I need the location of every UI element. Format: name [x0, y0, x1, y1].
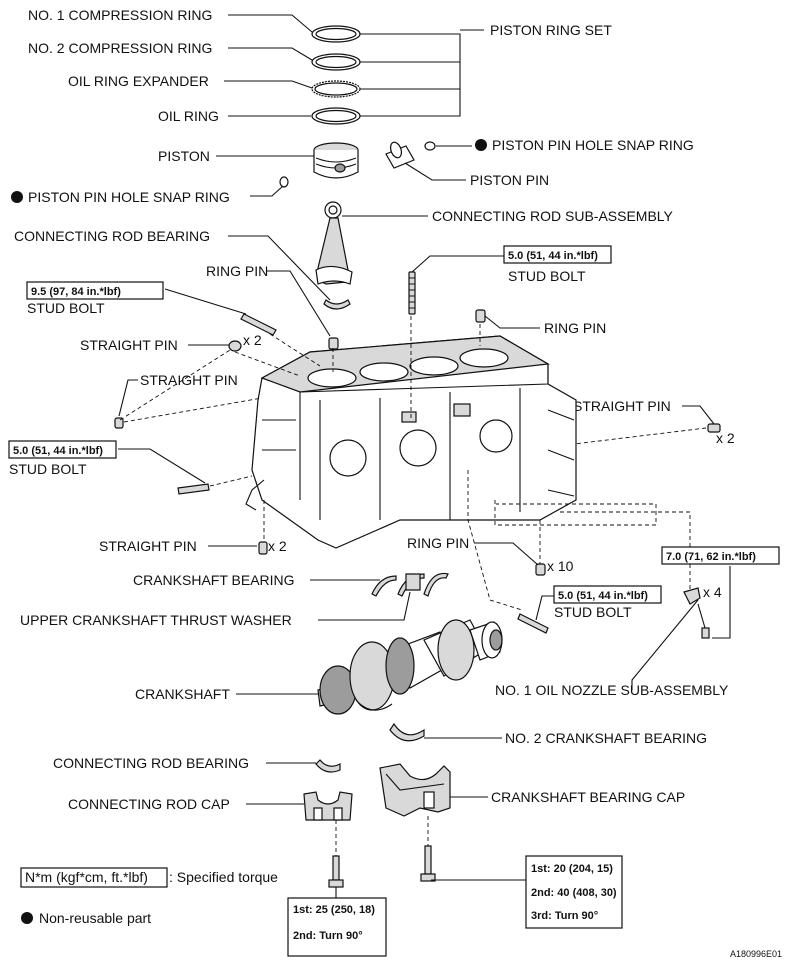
bearing-cap-torque-step3: 3rd: Turn 90°	[531, 910, 598, 922]
label-connecting-rod-bearing-bottom: CONNECTING ROD BEARING	[53, 755, 249, 771]
crankshaft-bearing-part	[371, 572, 449, 597]
label-ring-pin-left: RING PIN	[206, 263, 268, 279]
rod-cap-torque-box	[287, 897, 387, 957]
ring-pin-lower-part	[535, 563, 546, 576]
piston-rings	[311, 25, 361, 125]
oil-nozzle-part	[683, 587, 710, 639]
label-stud-bolt-top-left: STUD BOLT	[27, 300, 105, 316]
label-straight-pin-1: STRAIGHT PIN	[80, 337, 178, 353]
label-straight-pin-right: STRAIGHT PIN	[573, 398, 671, 414]
rod-cap-torque-step2: 2nd: Turn 90°	[293, 930, 363, 942]
stud-bolt-left-part	[177, 483, 210, 495]
rod-cap-torque-step1: 1st: 25 (250, 18)	[293, 904, 375, 916]
legend-non-reusable-marker	[21, 912, 33, 924]
label-crankshaft-bearing: CRANKSHAFT BEARING	[133, 572, 295, 588]
label-snap-ring-right: PISTON PIN HOLE SNAP RING	[492, 137, 694, 153]
straight-pin-bottom-part	[258, 541, 268, 555]
qty-ring-pin-lower: x 10	[547, 558, 574, 574]
label-piston: PISTON	[158, 148, 210, 164]
no2-crankshaft-bearing-part	[389, 722, 425, 742]
label-connecting-rod-bearing-top: CONNECTING ROD BEARING	[14, 228, 210, 244]
label-ring-pin-right: RING PIN	[544, 320, 606, 336]
label-stud-bolt-lower: STUD BOLT	[554, 604, 632, 620]
bearing-cap-torque-step2: 2nd: 40 (408, 30)	[531, 887, 617, 899]
snap-ring-left-part	[279, 176, 289, 188]
label-oil-ring-expander: OIL RING EXPANDER	[68, 73, 209, 89]
ring-pin-left-part	[328, 337, 339, 350]
legend-unit-box	[20, 867, 168, 888]
non-reusable-marker-2	[11, 191, 23, 203]
torque-box-oil-nozzle	[661, 546, 780, 565]
crankshaft-bearing-cap-part	[379, 763, 451, 817]
straight-pin-2-part	[114, 417, 124, 429]
label-no1-compression-ring: NO. 1 COMPRESSION RING	[28, 7, 212, 23]
label-oil-ring: OIL RING	[158, 108, 219, 124]
label-crankshaft-bearing-cap: CRANKSHAFT BEARING CAP	[491, 789, 685, 805]
label-ring-pin-lower: RING PIN	[407, 535, 469, 551]
label-stud-bolt-left: STUD BOLT	[9, 461, 87, 477]
stud-bolt-lower-part	[517, 613, 549, 634]
label-no2-crankshaft-bearing: NO. 2 CRANKSHAFT BEARING	[505, 730, 707, 746]
connecting-rod-bearing-bottom-part	[315, 759, 341, 773]
qty-straight-pin-right: x 2	[716, 430, 735, 446]
label-no1-oil-nozzle: NO. 1 OIL NOZZLE SUB-ASSEMBLY	[495, 682, 729, 698]
label-stud-bolt-top-right: STUD BOLT	[508, 268, 586, 284]
label-connecting-rod-cap: CONNECTING ROD CAP	[68, 796, 230, 812]
torque-box-stud-lower	[553, 585, 662, 604]
stud-bolt-top-left-part	[240, 313, 277, 336]
piston-pin-part	[385, 141, 415, 169]
stud-bolt-top-right-part	[408, 271, 416, 315]
label-piston-pin: PISTON PIN	[470, 172, 549, 188]
label-no2-compression-ring: NO. 2 COMPRESSION RING	[28, 40, 212, 56]
torque-stud-top-left: 9.5 (97, 84 in.*lbf)	[31, 286, 121, 298]
connecting-rod-cap-part	[303, 791, 353, 821]
torque-box-stud-top-right	[503, 245, 612, 264]
qty-straight-pin-1: x 2	[243, 332, 262, 348]
label-snap-ring-left: PISTON PIN HOLE SNAP RING	[28, 189, 230, 205]
bearing-cap-torque-step1: 1st: 20 (204, 15)	[531, 863, 613, 875]
bearing-cap-bolt-part	[420, 845, 436, 882]
label-straight-pin-bottom: STRAIGHT PIN	[99, 538, 197, 554]
label-piston-ring-set: PISTON RING SET	[490, 22, 612, 38]
qty-oil-nozzle: x 4	[703, 584, 722, 600]
label-upper-crankshaft-thrust-washer: UPPER CRANKSHAFT THRUST WASHER	[20, 612, 292, 628]
label-straight-pin-2: STRAIGHT PIN	[140, 372, 238, 388]
torque-stud-top-right: 5.0 (51, 44 in.*lbf)	[508, 250, 598, 262]
snap-ring-right-part	[424, 141, 436, 151]
piston-part	[313, 142, 359, 179]
torque-oil-nozzle: 7.0 (71, 62 in.*lbf)	[666, 551, 756, 563]
non-reusable-marker-1	[475, 139, 487, 151]
torque-stud-lower: 5.0 (51, 44 in.*lbf)	[558, 590, 648, 602]
rod-cap-bolt-part	[328, 855, 344, 888]
cylinder-block-part	[245, 335, 577, 549]
torque-box-stud-left	[8, 440, 117, 459]
straight-pin-1-part	[228, 340, 242, 352]
legend-unit: N*m (kgf*cm, ft.*lbf)	[25, 869, 148, 885]
legend-non-reusable: Non-reusable part	[39, 910, 151, 926]
crankshaft-part	[317, 619, 503, 715]
ring-pin-right-part	[475, 309, 486, 323]
label-connecting-rod-sub-assembly: CONNECTING ROD SUB-ASSEMBLY	[432, 208, 674, 224]
torque-stud-left: 5.0 (51, 44 in.*lbf)	[13, 445, 103, 457]
figure-id: A180996E01	[730, 949, 782, 959]
legend-unit-desc: : Specified torque	[169, 869, 278, 885]
label-crankshaft: CRANKSHAFT	[135, 686, 230, 702]
connecting-rod-part	[315, 201, 353, 285]
bearing-cap-torque-box	[525, 855, 623, 929]
connecting-rod-bearing-top-part	[323, 299, 351, 310]
qty-straight-pin-bottom: x 2	[268, 538, 287, 554]
torque-box-stud-top-left	[26, 281, 164, 300]
